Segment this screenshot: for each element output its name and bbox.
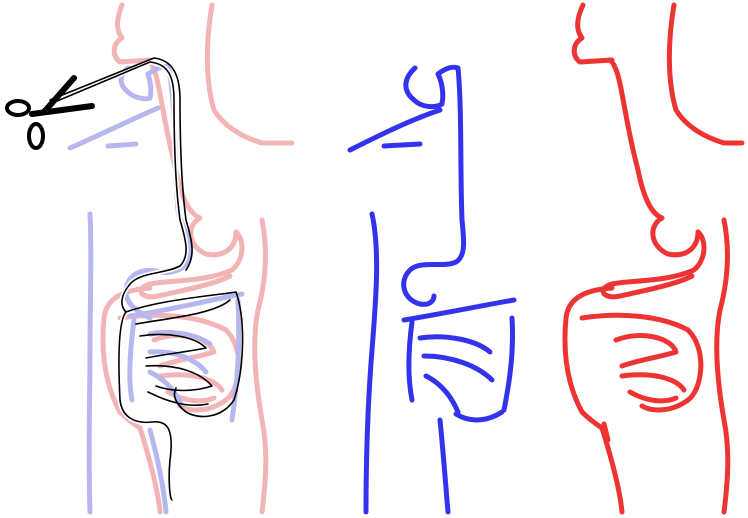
red-figure [565,5,742,512]
cut-path [50,58,243,500]
overlay-cut-figure [7,5,292,512]
blue-figure [350,67,514,512]
faint-red-outline [103,5,292,512]
faint-blue-outline [70,66,242,512]
